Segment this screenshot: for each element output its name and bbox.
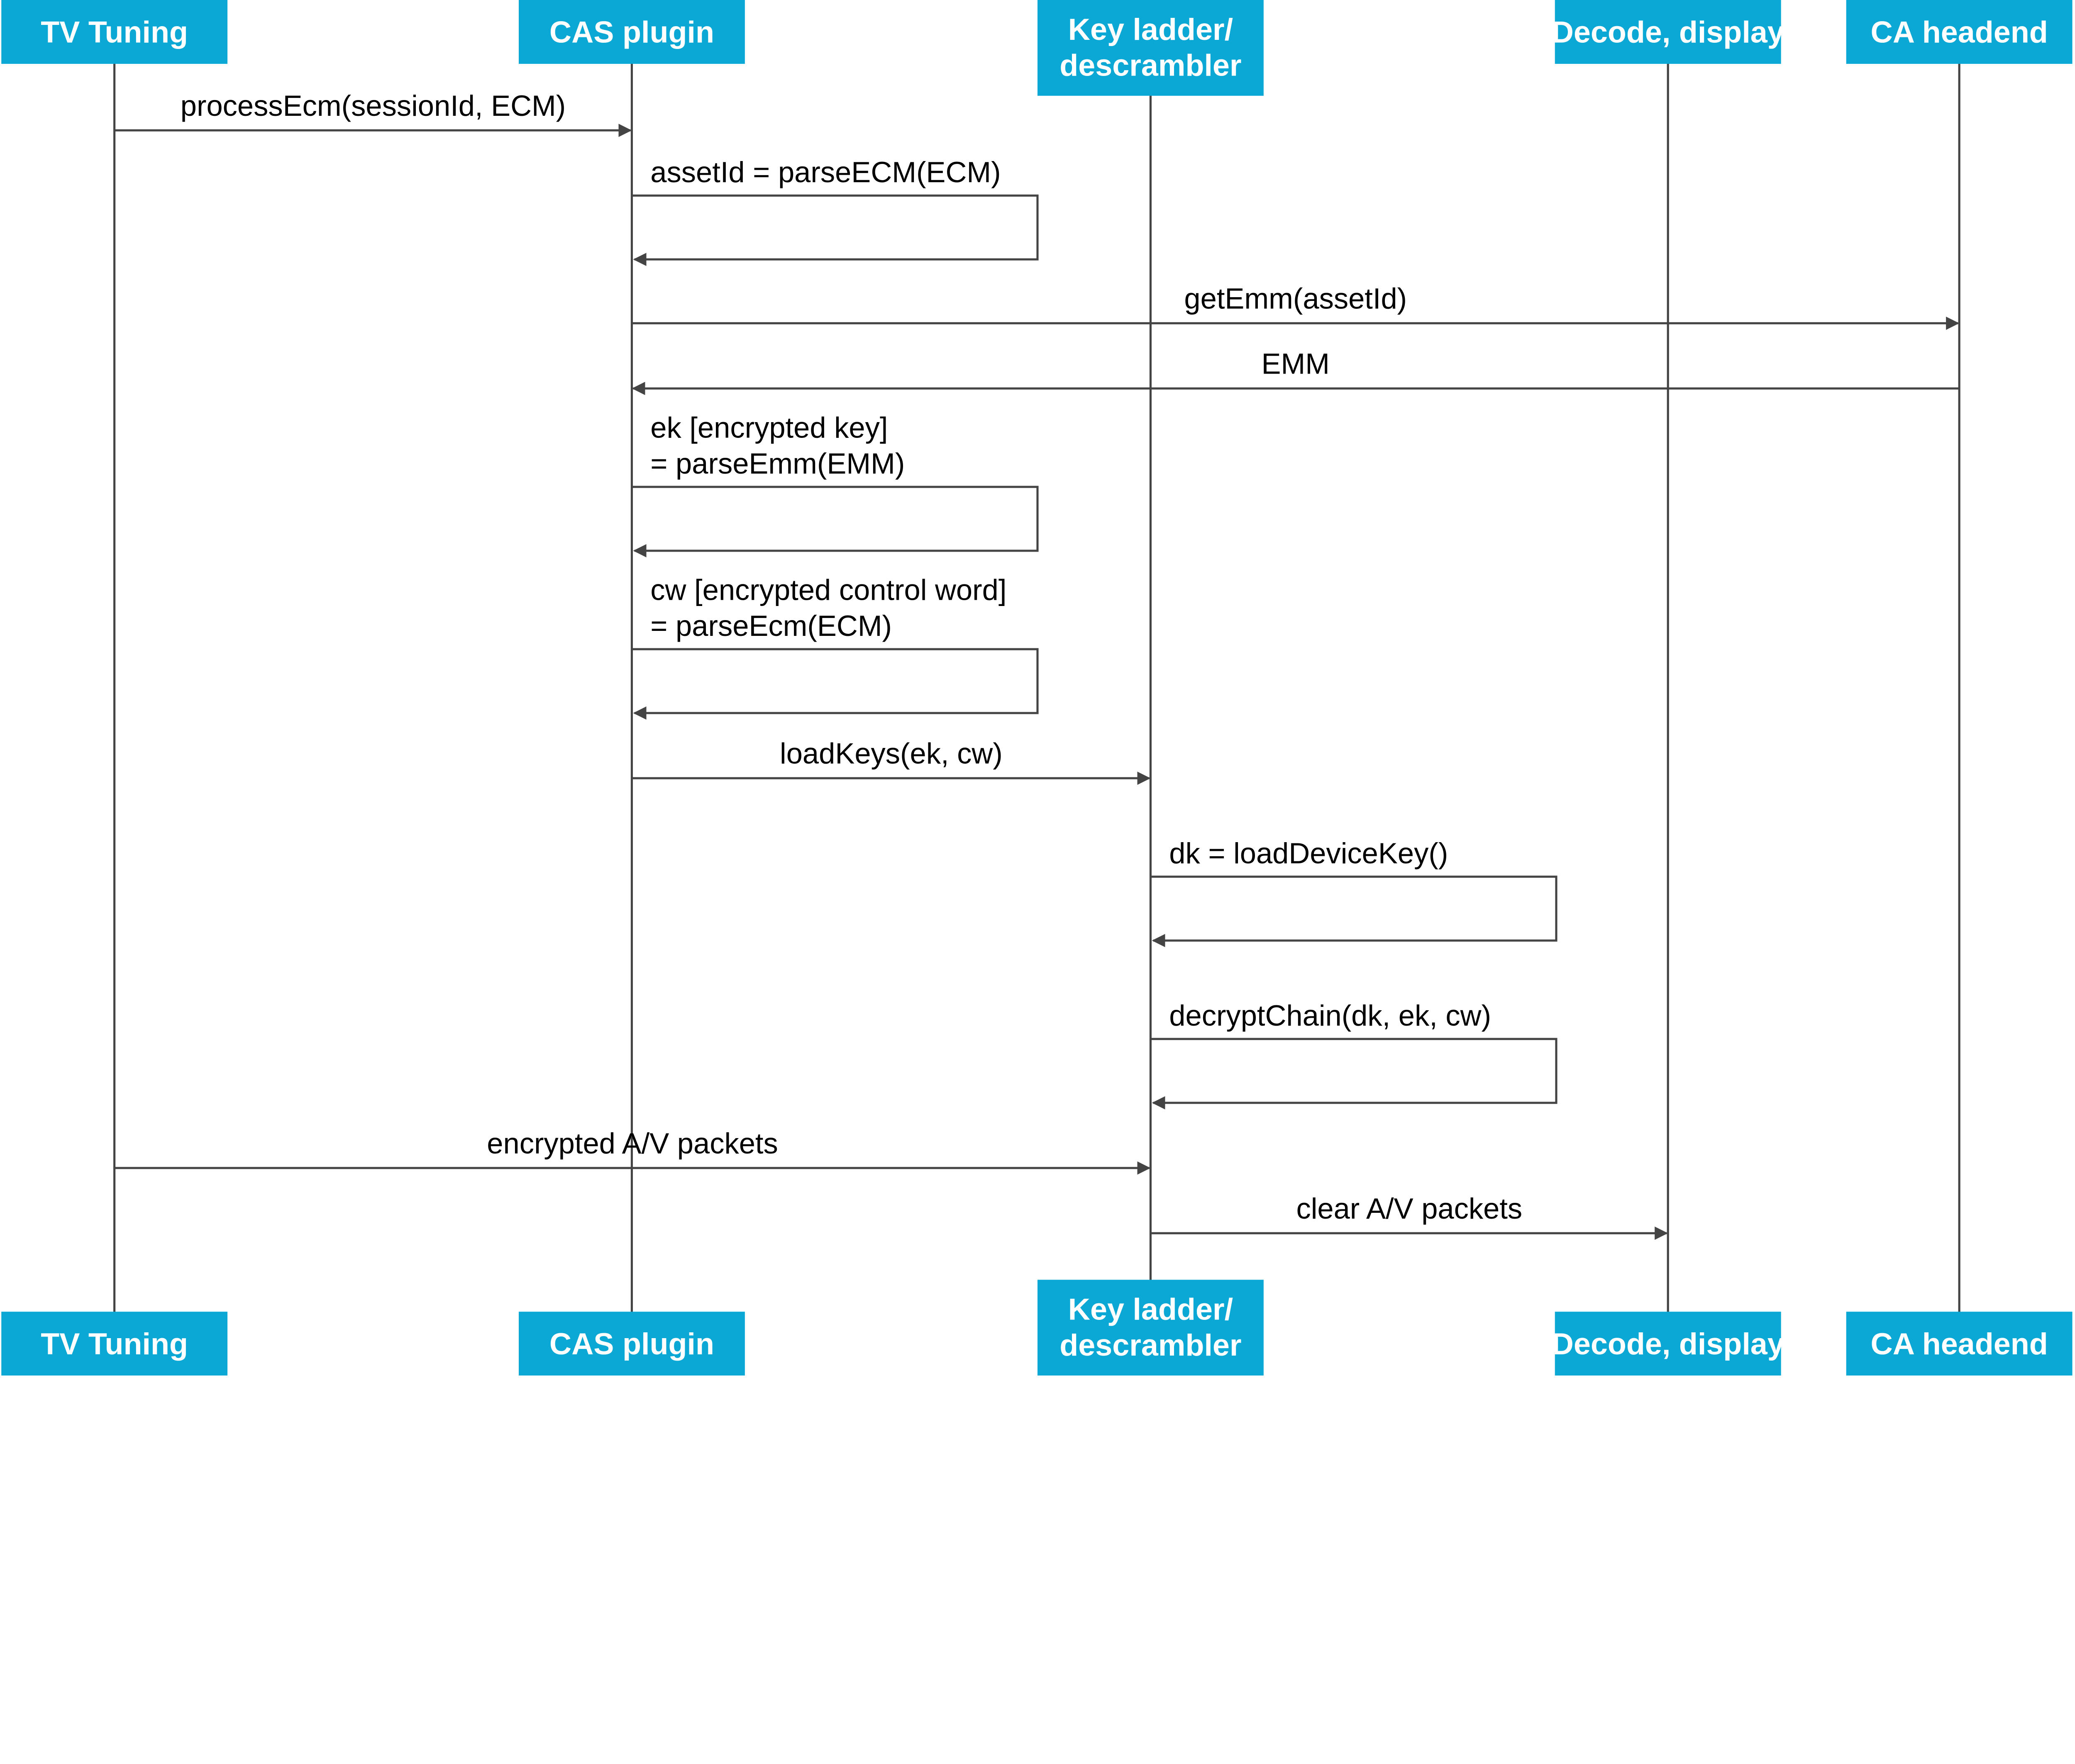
participant-header-bottom: CA headend — [1846, 1312, 2073, 1376]
participant-label: CA headend — [1871, 15, 2048, 49]
messages: processEcm(sessionId, ECM) assetId = pars… — [114, 89, 1960, 1240]
message-label: cw [encrypted control word] — [650, 574, 1006, 606]
message-label: EMM — [1262, 347, 1330, 380]
participant-header-bottom: TV Tuning — [1, 1312, 228, 1376]
participant-box — [1846, 0, 2073, 64]
participant-label: TV Tuning — [41, 15, 188, 49]
message-label: dk = loadDeviceKey() — [1169, 837, 1448, 870]
participant-box — [1555, 0, 1781, 64]
message: loadKeys(ek, cw) — [632, 737, 1151, 785]
participant-header-top: TV Tuning — [1, 0, 228, 64]
participant-box — [1037, 1280, 1264, 1376]
message-label: loadKeys(ek, cw) — [780, 737, 1003, 770]
message: clear A/V packets — [1150, 1192, 1668, 1240]
participant-label: descrambler — [1059, 1328, 1241, 1362]
message-label: ek [encrypted key] — [650, 411, 888, 444]
participant-header-top: CAS plugin — [518, 0, 745, 64]
participant-label: CAS plugin — [549, 15, 714, 49]
participant-header-bottom: Decode, display — [1552, 1312, 1784, 1376]
participant-label: Decode, display — [1552, 15, 1784, 49]
message: encrypted A/V packets — [114, 1127, 1151, 1175]
message: getEmm(assetId) — [632, 282, 1960, 330]
self-message-arrow — [1150, 875, 1557, 948]
message-label: = parseEcm(ECM) — [650, 609, 892, 642]
participant-label: descrambler — [1059, 48, 1241, 83]
participant-header-bottom: CAS plugin — [518, 1312, 745, 1376]
participant-box — [518, 0, 745, 64]
participant-header-top: Key ladder/descrambler — [1037, 0, 1264, 96]
message: dk = loadDeviceKey() — [1150, 837, 1557, 948]
self-message-arrow — [632, 486, 1039, 557]
message-label: getEmm(assetId) — [1184, 282, 1407, 315]
participant-box — [1037, 0, 1264, 96]
message-label: processEcm(sessionId, ECM) — [181, 89, 566, 122]
self-message-arrow — [1150, 1038, 1557, 1110]
participant-label: Key ladder/ — [1068, 12, 1233, 46]
participant-label: Key ladder/ — [1068, 1292, 1233, 1326]
sequence-diagram: processEcm(sessionId, ECM) assetId = pars… — [1, 0, 2073, 1376]
participant-label: CA headend — [1871, 1327, 2048, 1361]
message-label: clear A/V packets — [1296, 1192, 1522, 1225]
participant-box — [1555, 1312, 1781, 1376]
message-label: decryptChain(dk, ek, cw) — [1169, 999, 1491, 1032]
message: assetId = parseECM(ECM) — [632, 156, 1039, 266]
participant-header-bottom: Key ladder/descrambler — [1037, 1280, 1264, 1376]
message: EMM — [632, 347, 1960, 395]
participant-label: CAS plugin — [549, 1327, 714, 1361]
lifelines — [113, 53, 1960, 1317]
participant-label: Decode, display — [1552, 1327, 1784, 1361]
participant-header-top: CA headend — [1846, 0, 2073, 64]
participant-label: TV Tuning — [41, 1327, 188, 1361]
message-label: = parseEmm(EMM) — [650, 447, 905, 480]
participant-header-top: Decode, display — [1552, 0, 1784, 64]
participant-box — [1846, 1312, 2073, 1376]
message: decryptChain(dk, ek, cw) — [1150, 999, 1557, 1110]
participant-box — [518, 1312, 745, 1376]
self-message-arrow — [632, 648, 1039, 720]
self-message-arrow — [632, 194, 1039, 266]
participant-box — [1, 1312, 228, 1376]
message-label: encrypted A/V packets — [487, 1127, 778, 1160]
message-label: assetId = parseECM(ECM) — [650, 156, 1001, 188]
message: cw [encrypted control word]= parseEcm(EC… — [632, 574, 1039, 720]
message: ek [encrypted key]= parseEmm(EMM) — [632, 411, 1039, 557]
message: processEcm(sessionId, ECM) — [114, 89, 632, 137]
participant-box — [1, 0, 228, 64]
